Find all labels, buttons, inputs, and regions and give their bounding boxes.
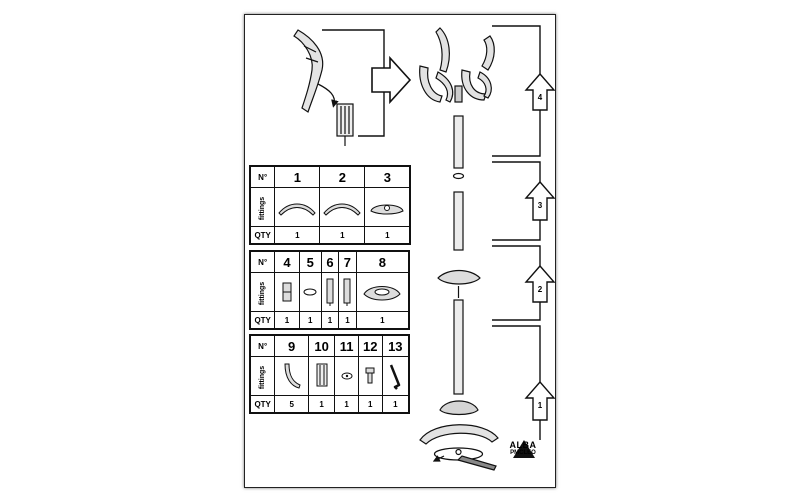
coat-rack-pole [419, 115, 499, 471]
parts-table-1: N° 1 2 3 fittings QTY 1 1 1 [249, 165, 412, 245]
part-qty: 1 [320, 311, 340, 330]
parts-table-2: N° 4 5 6 7 8 fittings QTY 1 1 1 1 1 [249, 250, 410, 330]
brand-subname: PMCLEO [510, 450, 536, 456]
step-arrow-4 [524, 72, 556, 111]
part-qty: 1 [274, 226, 321, 245]
base-hub-icon [364, 187, 411, 227]
part-number: 12 [357, 334, 383, 357]
hook-insert-detail [293, 29, 354, 146]
qty-header: QTY [249, 311, 276, 330]
fittings-header: fittings [249, 356, 276, 396]
part-number: 2 [319, 165, 366, 188]
fittings-header: fittings [249, 272, 276, 312]
number-header: N° [249, 334, 276, 357]
short-connector-icon [274, 272, 300, 312]
threaded-rod-icon [320, 272, 340, 312]
step-arrows [524, 72, 556, 421]
part-number: 10 [308, 334, 336, 357]
step-number-3: 3 [537, 201, 543, 210]
parts-table-3: N° 9 10 11 12 13 fittings QTY 5 1 1 1 1 [249, 334, 410, 414]
step-number-2: 2 [537, 285, 543, 294]
brand-mark: ALBA PMCLEO [503, 441, 543, 457]
part-number: 6 [320, 250, 340, 273]
step-arrow-2 [524, 264, 556, 303]
threaded-rod-icon [338, 272, 357, 312]
coat-hook-icon [274, 356, 310, 396]
part-qty: 1 [308, 395, 336, 414]
part-qty: 1 [357, 395, 383, 414]
part-number: 8 [355, 250, 410, 273]
step-number-4: 4 [537, 93, 543, 102]
part-number: 4 [274, 250, 300, 273]
part-number: 5 [298, 250, 322, 273]
screw-icon [357, 356, 383, 396]
washer-icon [334, 356, 359, 396]
part-number: 1 [274, 165, 321, 188]
allen-key-icon [381, 356, 410, 396]
step-arrow-1 [524, 380, 556, 421]
big-arrow-right [371, 55, 412, 105]
part-qty: 1 [298, 311, 322, 330]
part-number: 3 [364, 165, 411, 188]
part-qty: 5 [274, 395, 310, 414]
curved-leg-icon [319, 187, 366, 227]
part-number: 13 [381, 334, 410, 357]
part-qty: 1 [338, 311, 357, 330]
brand-logo-icon [513, 440, 535, 458]
part-number: 7 [338, 250, 357, 273]
hook-holder-icon [308, 356, 336, 396]
step-arrow-3 [524, 180, 556, 221]
part-qty: 1 [274, 311, 300, 330]
spacer-ring-icon [298, 272, 322, 312]
part-qty: 1 [364, 226, 411, 245]
part-number: 9 [274, 334, 310, 357]
curved-leg-icon [274, 187, 321, 227]
step-number-1: 1 [537, 401, 543, 410]
part-qty: 1 [381, 395, 410, 414]
part-qty: 1 [355, 311, 410, 330]
number-header: N° [249, 165, 276, 188]
qty-header: QTY [249, 395, 276, 414]
part-qty: 1 [334, 395, 359, 414]
qty-header: QTY [249, 226, 276, 245]
number-header: N° [249, 250, 276, 273]
fittings-header: fittings [249, 187, 276, 227]
collar-tray-icon [355, 272, 410, 312]
part-qty: 1 [319, 226, 366, 245]
hook-assembly-top [419, 27, 495, 103]
brand-name: ALBA [509, 440, 537, 450]
part-number: 11 [334, 334, 359, 357]
